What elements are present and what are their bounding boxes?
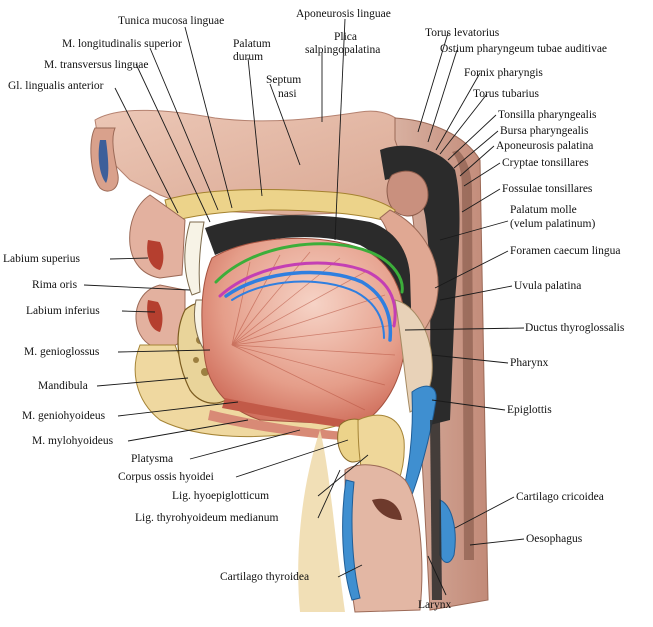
nasopharynx-cavity: [380, 145, 460, 426]
label-platysma: Platysma: [131, 453, 173, 465]
neck-soft-tissue: [298, 430, 345, 612]
label-septum-nasi-1: Septum: [266, 74, 301, 86]
tongue: [201, 237, 406, 426]
mylohyoid-muscle: [208, 410, 345, 440]
label-mandibula: Mandibula: [38, 380, 88, 392]
label-plica-2: salpingopalatina: [305, 44, 380, 56]
green-contour: [214, 242, 404, 294]
label-torus-levatorius: Torus levatorius: [425, 27, 500, 39]
oral-cavity: [205, 215, 412, 340]
label-fossulae-tonsillares: Fossulae tonsillares: [502, 183, 593, 195]
anatomy-drawing: [90, 109, 489, 613]
tubal-torus: [386, 170, 429, 217]
label-aponeurosis-linguae: Aponeurosis linguae: [296, 8, 391, 20]
magenta-contour: [218, 261, 397, 328]
label-m-longitudinalis-superior: M. longitudinalis superior: [62, 38, 182, 50]
label-m-transversus-linguae: M. transversus linguae: [44, 59, 148, 71]
label-lig-hyoepiglotticum: Lig. hyoepiglotticum: [172, 490, 269, 502]
label-labium-inferius: Labium inferius: [26, 305, 100, 317]
label-bursa-pharyngealis: Bursa pharyngealis: [500, 125, 589, 137]
label-labium-superius: Labium superius: [3, 253, 80, 265]
label-ductus-thyroglossalis: Ductus thyroglossalis: [525, 322, 625, 334]
upper-incisor: [184, 221, 205, 296]
label-palatum-durum-2: durum: [233, 51, 263, 63]
label-epiglottis: Epiglottis: [507, 404, 552, 416]
label-oesophagus: Oesophagus: [526, 533, 583, 545]
blue-contour-inner: [231, 280, 385, 339]
label-septum-nasi-2: nasi: [278, 88, 297, 100]
lower-lip-muscle: [147, 300, 163, 332]
label-torus-tubarius: Torus tubarius: [473, 88, 539, 100]
label-pharynx: Pharynx: [510, 357, 549, 369]
label-aponeurosis-palatina: Aponeurosis palatina: [496, 140, 593, 152]
label-uvula-palatina: Uvula palatina: [514, 280, 581, 292]
highlight-contours: [214, 242, 404, 342]
label-m-genioglossus: M. genioglossus: [24, 346, 100, 358]
label-corpus-ossis-hyoidei: Corpus ossis hyoidei: [118, 471, 214, 483]
label-lig-thyrohyoideum: Lig. thyrohyoideum medianum: [135, 512, 278, 524]
label-tunica-mucosa-linguae: Tunica mucosa linguae: [118, 15, 224, 27]
label-m-geniohyoideus: M. geniohyoideus: [22, 410, 106, 422]
label-larynx: Larynx: [418, 599, 451, 611]
geniohyoid-muscle: [222, 398, 348, 428]
label-cartilago-cricoidea: Cartilago cricoidea: [516, 491, 604, 503]
label-plica-1: Plica: [334, 31, 357, 43]
label-m-mylohyoideus: M. mylohyoideus: [32, 435, 114, 447]
leader-lines: [83, 18, 525, 596]
epiglottis-cartilage: [401, 385, 437, 501]
label-cryptae-tonsillares: Cryptae tonsillares: [502, 157, 589, 169]
blue-contour: [224, 270, 393, 342]
laryngeal-ventricle: [372, 498, 402, 520]
label-fornix-pharyngis: Fornix pharyngis: [464, 67, 543, 79]
label-palatum-molle-2: (velum palatinum): [510, 218, 595, 230]
esophagus-lumen: [430, 420, 442, 600]
label-tonsilla-pharyngealis: Tonsilla pharyngealis: [498, 109, 597, 121]
thyroid-cartilage: [342, 479, 361, 601]
cricoid-cartilage: [439, 499, 456, 563]
nostril: [98, 140, 109, 183]
upper-lip-muscle: [147, 240, 164, 270]
label-foramen-caecum: Foramen caecum lingua: [510, 245, 621, 257]
label-layer: Tunica mucosa linguae Aponeurosis lingua…: [3, 8, 625, 611]
label-palatum-molle-1: Palatum molle: [510, 204, 577, 216]
label-palatum-durum-1: Palatum: [233, 38, 271, 50]
label-cartilago-thyroidea: Cartilago thyroidea: [220, 571, 309, 583]
label-gl-lingualis-anterior: Gl. lingualis anterior: [8, 80, 104, 92]
label-ostium-pharyngeum: Ostium pharyngeum tubae auditivae: [440, 43, 607, 55]
label-rima-oris: Rima oris: [32, 279, 78, 291]
prevertebral-strip: [452, 150, 474, 560]
upper-lip: [129, 194, 186, 279]
